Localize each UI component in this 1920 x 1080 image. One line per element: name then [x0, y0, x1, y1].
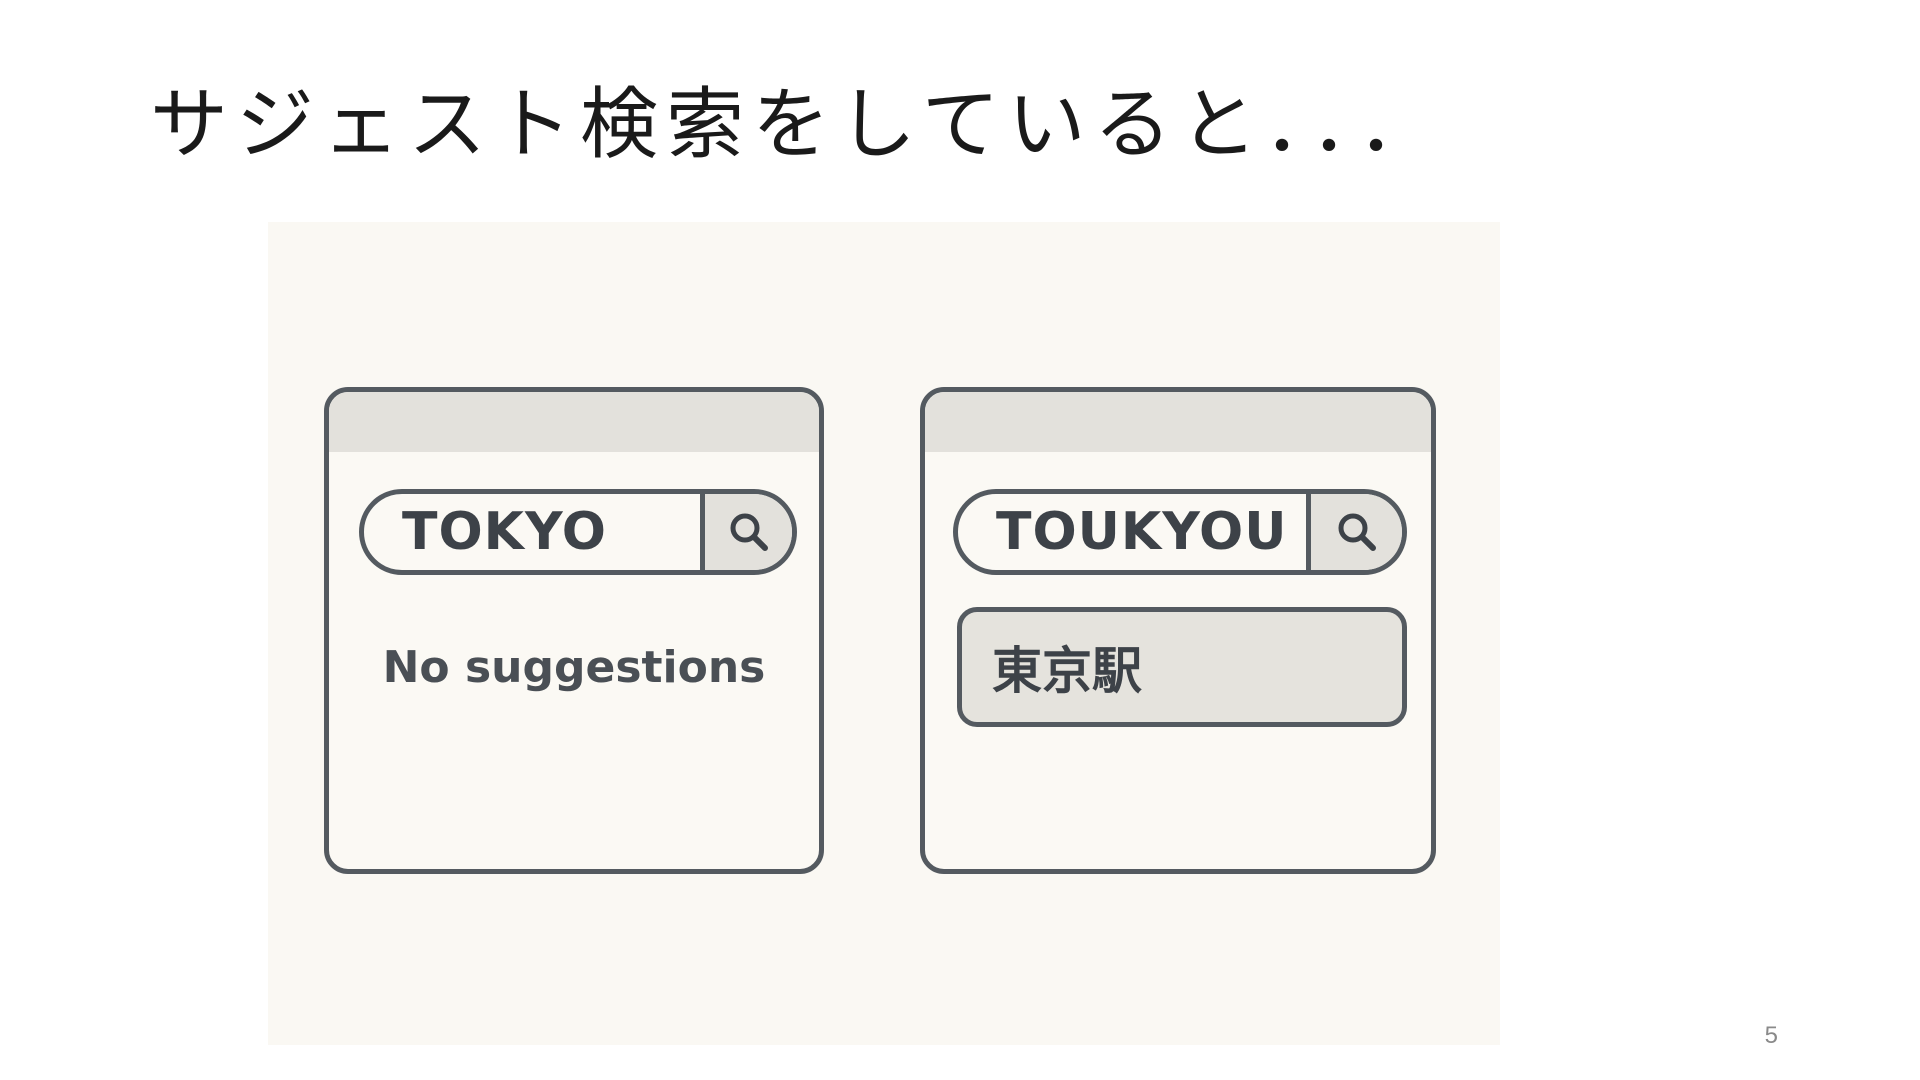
search-bar[interactable]: TOKYO — [359, 489, 797, 575]
search-button[interactable] — [700, 494, 792, 570]
window-titlebar — [925, 392, 1431, 452]
search-bar[interactable]: TOUKYOU — [953, 489, 1407, 575]
page-number: 5 — [1764, 1022, 1778, 1049]
search-input[interactable]: TOUKYOU — [996, 502, 1288, 562]
search-button[interactable] — [1306, 494, 1402, 570]
illustration: TOKYO No suggestions TOUKYOU — [268, 222, 1500, 1045]
search-icon — [1338, 513, 1376, 551]
slide-title: サジェスト検索をしていると．．． — [150, 80, 1444, 170]
window-titlebar — [329, 392, 819, 452]
search-input[interactable]: TOKYO — [402, 502, 607, 562]
no-suggestions-text: No suggestions — [382, 642, 766, 693]
suggestion-item[interactable]: 東京駅 — [957, 607, 1407, 727]
search-icon — [730, 513, 768, 551]
left-window: TOKYO No suggestions — [324, 387, 824, 874]
right-window: TOUKYOU 東京駅 — [920, 387, 1436, 874]
